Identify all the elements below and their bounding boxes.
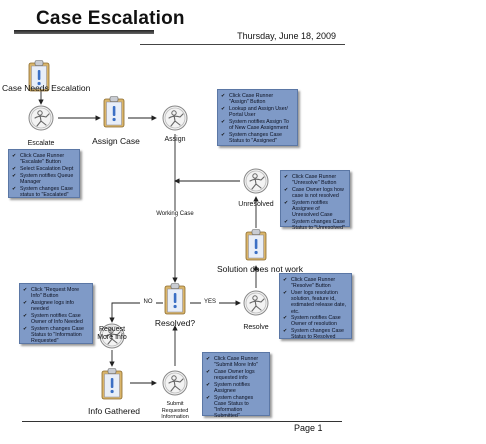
note-request-more-info-item: System notifies Case Owner of Info Neede… <box>23 313 89 325</box>
edge-label-working-case: Working Case <box>148 211 202 217</box>
node-request-more-info: Request More Info <box>97 326 127 341</box>
note-assign-item: System changes Case Status to "Assigned" <box>221 132 294 144</box>
note-request-more-info-item: System changes Case Status to "Informati… <box>23 326 89 345</box>
note-resolve-item: User logs resolution solution, feature i… <box>283 290 348 315</box>
note-assign-item: System notifies Assign To of New Case As… <box>221 119 294 131</box>
note-unresolved-item: Click Case Runner "Unresolve" Button <box>284 174 346 186</box>
node-case-needs-escalation: Case Needs Escalation <box>2 83 91 93</box>
node-resolved: Resolved? <box>154 318 196 328</box>
title-underline <box>14 30 154 34</box>
node-escalate: Escalate <box>27 140 55 147</box>
note-escalate-item: Click Case Runner "Escalate" Button <box>12 153 76 165</box>
note-resolve-item: Click Case Runner "Resolve" Button <box>283 277 348 289</box>
edge-label-yes: YES <box>201 299 219 305</box>
info-gathered-clipboard-icon <box>101 368 123 400</box>
note-unresolved: Click Case Runner "Unresolve" Button Cas… <box>280 170 350 231</box>
note-submit-more-info-item: Case Owner logs requested info <box>206 369 266 381</box>
node-submit-requested-information: Submit Requested Information <box>161 401 189 420</box>
note-resolve-item: System changes Case Status to Resolved <box>283 328 348 340</box>
note-escalate: Click Case Runner "Escalate" Button Sele… <box>8 149 80 198</box>
node-unresolved: Unresolved <box>238 201 274 208</box>
date-underline <box>140 44 345 45</box>
footer-rule <box>22 421 342 422</box>
note-submit-more-info-item: System changes Case Status to "Informati… <box>206 395 266 420</box>
node-solution-does-not-work: Solution does not work <box>217 264 303 274</box>
assign-case-clipboard-icon <box>103 96 125 128</box>
note-resolve: Click Case Runner "Resolve" Button User … <box>279 273 352 340</box>
resolved-clipboard-icon <box>164 283 186 315</box>
resolve-person-icon <box>243 290 269 316</box>
edge-label-no: NO <box>140 299 156 305</box>
note-request-more-info-item: Click "Request More Info" Button <box>23 287 89 299</box>
note-assign-item: Click Case Runner "Assign" Button <box>221 93 294 105</box>
page-title: Case Escalation <box>36 8 185 29</box>
node-resolve: Resolve <box>243 324 269 331</box>
assign-person-icon <box>162 105 188 131</box>
note-request-more-info-item: Assignee logs info needed <box>23 300 89 312</box>
node-assign-case: Assign Case <box>92 136 140 146</box>
solution-clipboard-icon <box>245 229 267 261</box>
node-info-gathered: Info Gathered <box>88 406 140 416</box>
unresolved-person-icon <box>243 168 269 194</box>
note-assign: Click Case Runner "Assign" Button Lookup… <box>217 89 298 146</box>
node-assign: Assign <box>164 136 186 143</box>
escalate-person-icon <box>28 105 54 131</box>
note-escalate-item: Select Escalation Dept <box>12 166 76 172</box>
note-submit-more-info-item: Click Case Runner "Submit More Info" <box>206 356 266 368</box>
note-escalate-item: System changes Case status to "Escalated… <box>12 186 76 198</box>
note-request-more-info: Click "Request More Info" Button Assigne… <box>19 283 93 344</box>
note-resolve-item: System notifies Case Owner of resolution <box>283 315 348 327</box>
note-unresolved-item: System notifies Assignee of Unresolved C… <box>284 200 346 219</box>
note-assign-item: Lookup and Assign User/ Portal User <box>221 106 294 118</box>
note-unresolved-item: System changes Case Status to "Unresolve… <box>284 219 346 231</box>
note-submit-more-info: Click Case Runner "Submit More Info" Cas… <box>202 352 270 419</box>
note-submit-more-info-item: System notifies Assignee <box>206 382 266 394</box>
note-escalate-item: System notifies Queue Manager <box>12 173 76 185</box>
page-number: Page 1 <box>294 423 323 433</box>
submit-person-icon <box>162 370 188 396</box>
note-unresolved-item: Case Owner logs how case is not resolved <box>284 187 346 199</box>
date-header: Thursday, June 18, 2009 <box>237 31 336 41</box>
